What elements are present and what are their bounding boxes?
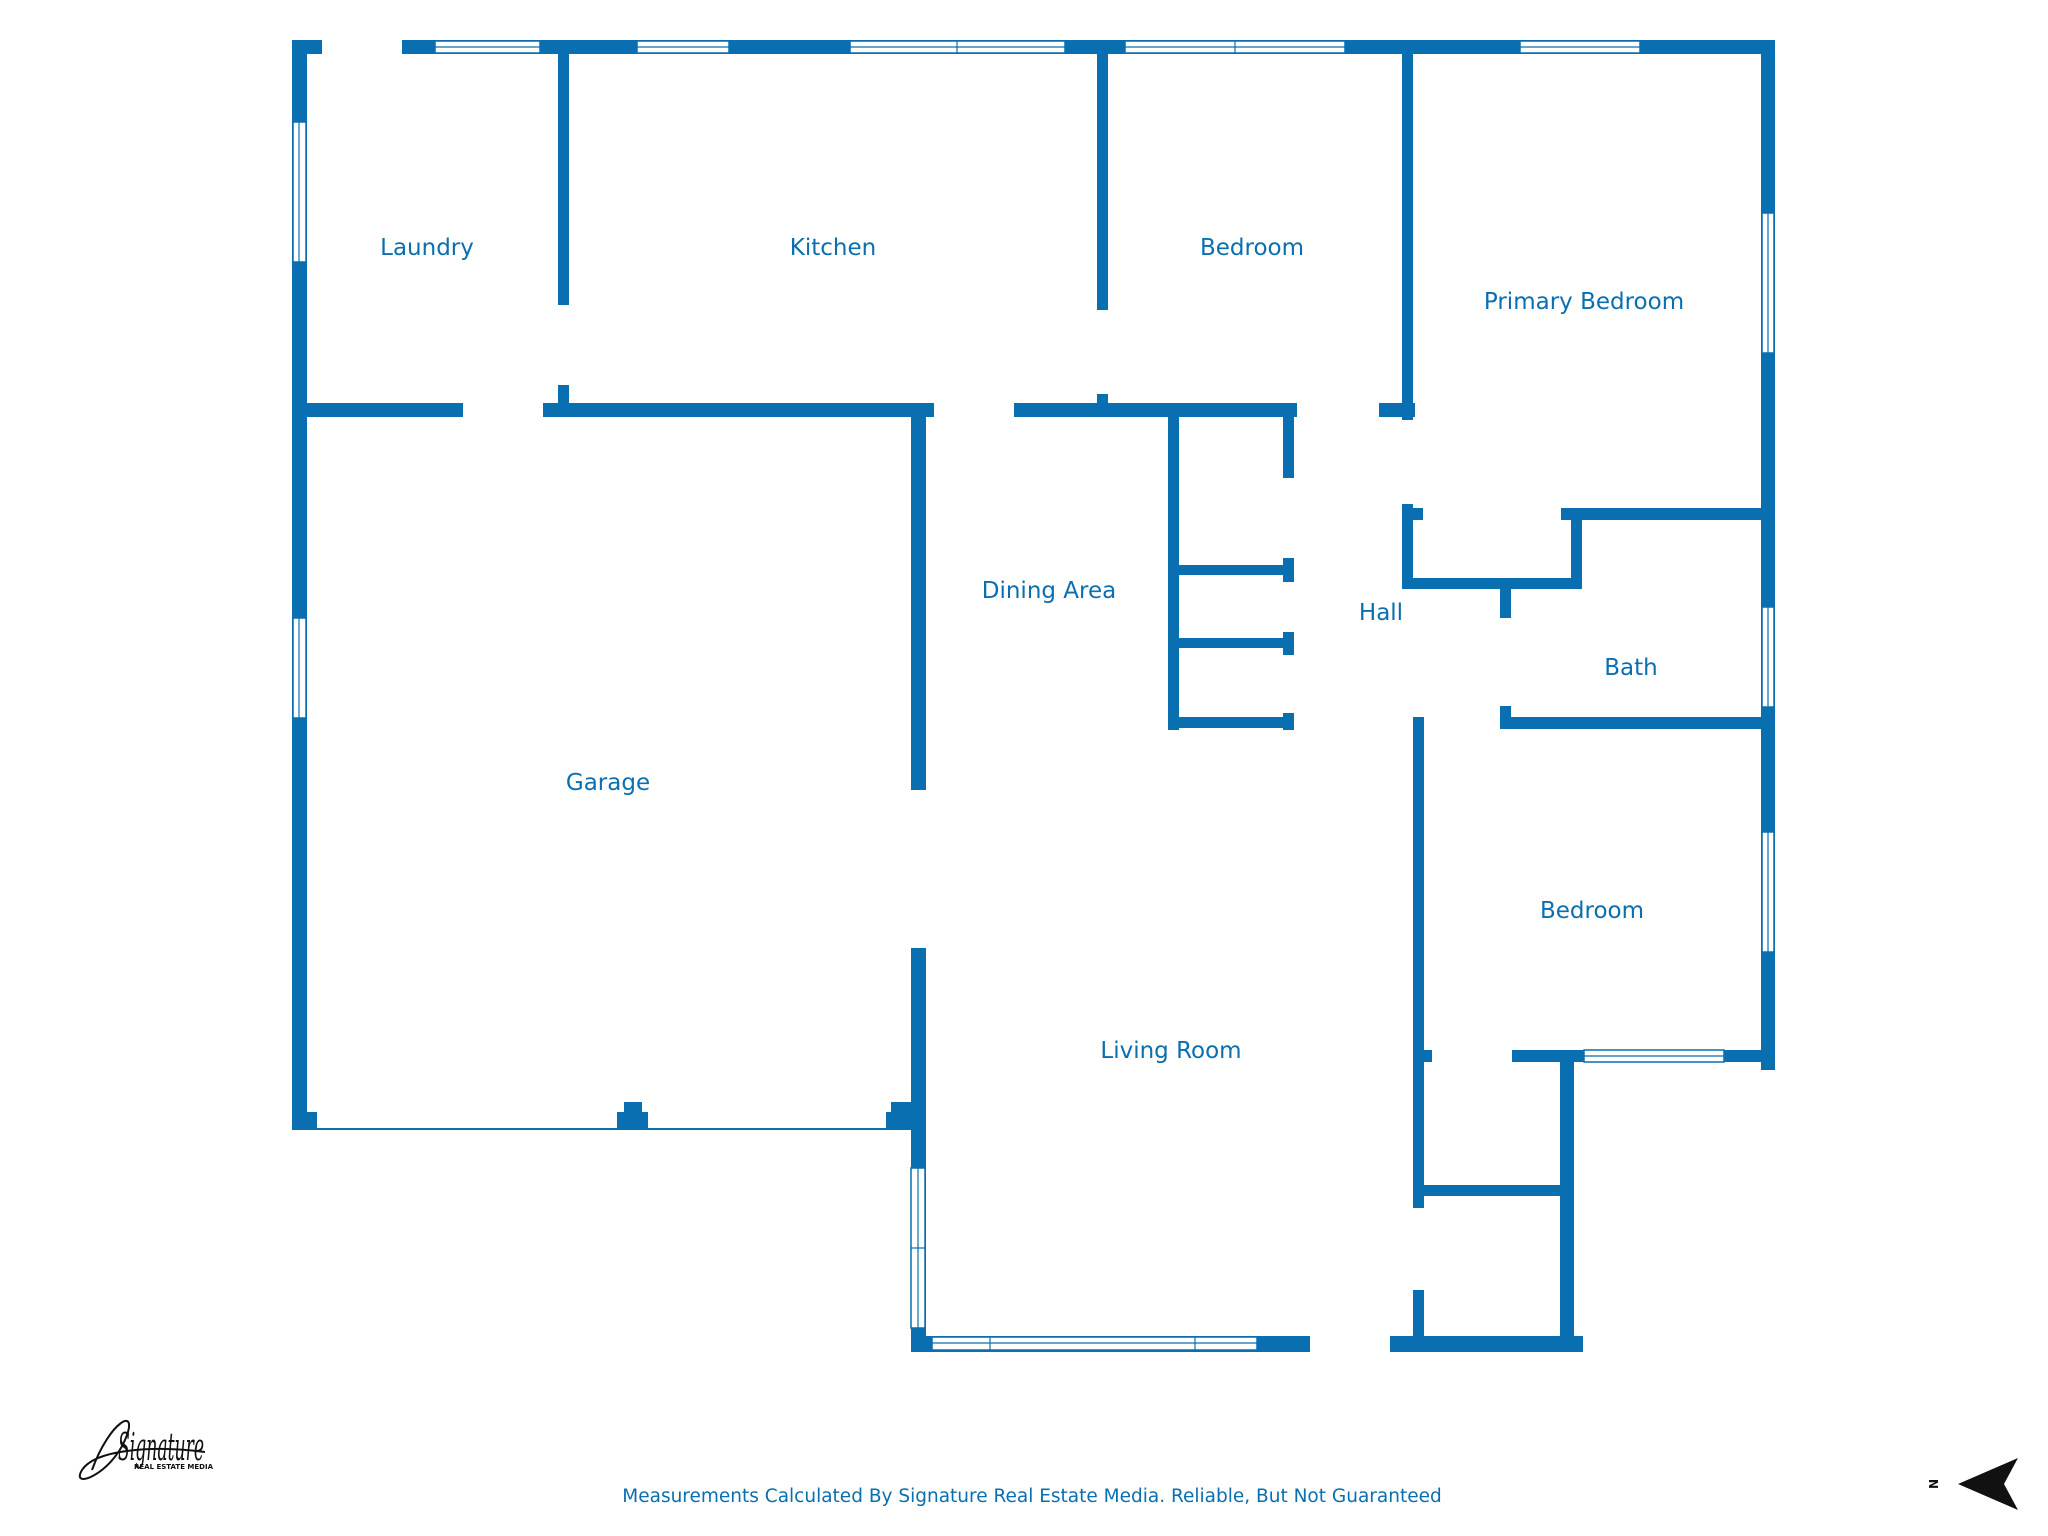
opening-primary-hall [1400, 420, 1415, 504]
wall-linen-bottom [1168, 717, 1294, 728]
window [1761, 831, 1775, 953]
label-bedroom-top: Bedroom [1200, 235, 1304, 261]
opening-bedroom-closet [1432, 1048, 1512, 1064]
wall-bath-bottom [1500, 717, 1775, 729]
wall-closet-right [1571, 508, 1582, 588]
walls [292, 40, 1775, 1352]
logo-subtitle-text: REAL ESTATE MEDIA [134, 1463, 214, 1471]
opening-kitchen-dining [934, 402, 1014, 418]
wall-linen-shelf-2 [1168, 638, 1294, 648]
label-kitchen: Kitchen [790, 235, 876, 261]
windows [292, 40, 1775, 1351]
opening-lower-closet [1411, 1208, 1426, 1290]
window [636, 40, 730, 54]
opening-bedroom-hall [1297, 402, 1379, 418]
wall-closet-bottom [1402, 578, 1582, 589]
wall-primary-bottom [1571, 508, 1775, 520]
opening-garage-door-right [648, 1112, 886, 1128]
window [292, 617, 307, 719]
wall-bedroom-primary [1402, 54, 1413, 512]
opening-laundry-kitchen [556, 305, 571, 385]
opening-garage-door-left [317, 1112, 617, 1128]
opening-top-left [322, 38, 402, 56]
window [931, 1336, 1258, 1351]
label-bath: Bath [1604, 655, 1657, 681]
opening-bedroom-hall-lower [1424, 715, 1494, 731]
door-openings [317, 38, 1561, 1354]
label-bedroom-right: Bedroom [1540, 898, 1644, 924]
wall-laundry-kitchen [558, 54, 569, 412]
label-primary-bedroom: Primary Bedroom [1484, 289, 1684, 315]
label-laundry: Laundry [380, 235, 474, 261]
window [1583, 1049, 1725, 1063]
window [1761, 212, 1775, 354]
label-garage: Garage [566, 770, 650, 796]
garage-door-post [624, 1102, 642, 1118]
window [434, 40, 541, 54]
window [1124, 40, 1346, 54]
opening-linen-1 [1281, 478, 1296, 558]
opening-laundry-garage [463, 402, 543, 418]
north-compass: N [1927, 1458, 2018, 1510]
label-hall: Hall [1359, 600, 1403, 626]
disclaimer-text: Measurements Calculated By Signature Rea… [622, 1486, 1441, 1507]
wall-top-rooms-bottom [292, 403, 1415, 417]
logo-swash [78, 1420, 206, 1480]
wall-lower-closet-divider [1413, 1185, 1574, 1196]
window [849, 40, 1066, 54]
wall-lower-closet-right [1560, 1050, 1574, 1352]
window [910, 1167, 926, 1329]
wall-closet-left [1402, 508, 1413, 588]
opening-kitchen-bedroom [1095, 310, 1110, 394]
signature-logo: Signature REAL ESTATE MEDIA [78, 1420, 214, 1480]
wall-bedroom-right-left [1413, 717, 1424, 1352]
garage-door-post-right [891, 1102, 911, 1118]
opening-linen-2 [1281, 582, 1296, 632]
opening-living-front [1310, 1334, 1390, 1354]
logo-script-text: Signature [118, 1425, 204, 1469]
opening-closet-primary [1423, 506, 1561, 520]
window [292, 121, 307, 263]
north-label: N [1927, 1479, 1941, 1489]
north-arrow-icon [1958, 1458, 2018, 1510]
wall-left-exterior [292, 40, 307, 1130]
label-dining-area: Dining Area [982, 578, 1117, 604]
opening-garage-living [909, 790, 928, 948]
wall-kitchen-bedroom [1097, 54, 1108, 412]
room-labels: Laundry Kitchen Bedroom Primary Bedroom … [380, 235, 1684, 1064]
label-living-room: Living Room [1100, 1038, 1241, 1064]
opening-linen-3 [1281, 655, 1296, 713]
window [1519, 40, 1641, 54]
window [1761, 606, 1775, 708]
wall-linen-shelf-1 [1168, 565, 1294, 575]
opening-bath-hall [1498, 618, 1513, 706]
